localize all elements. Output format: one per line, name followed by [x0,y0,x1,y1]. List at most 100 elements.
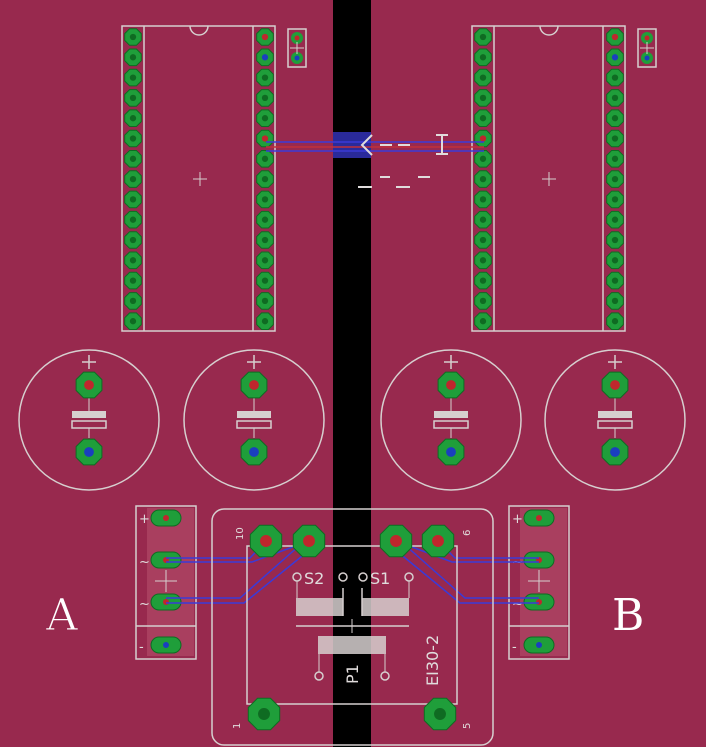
ic-pin [256,231,274,249]
transformer-pad-9 [292,524,326,558]
ic-pin [606,68,624,87]
ic-pin [256,210,274,229]
ic-pin [606,89,624,107]
ic-pin [256,170,274,188]
secondary-2-label: S2 [304,569,324,588]
ic-pin [256,109,274,127]
ic-pin [606,28,624,46]
connector-a-plus-label: + [139,512,150,527]
pin-10-label: 10 [235,527,246,540]
ic-pin [474,48,492,67]
ic-pin [124,292,142,310]
cap-4 [544,349,686,491]
transformer-ei30: S2 S1 P1 EI30-2 10 6 1 5 [211,508,494,746]
transformer-pad-6 [421,524,455,558]
cap-3 [380,349,522,491]
connector-b-tilde-label-2: ~ [512,597,523,612]
ic-pin [474,292,492,310]
cap-pad-minus [601,438,629,466]
ic-pin [606,312,624,330]
pin-6-label: 6 [462,530,473,536]
right-ic-socket [471,25,626,332]
ic-pin [606,48,624,67]
transformer-pad-10 [249,524,283,558]
ic-pin [606,210,624,229]
ic-pin [474,28,492,46]
ic-pin [124,231,142,249]
ic-pin [606,170,624,188]
connector-b: + ~ ~ - [508,505,570,660]
connector-pad [150,509,182,527]
ic-pin [606,109,624,127]
cap-1 [18,349,160,491]
connector-b-plus-label: + [512,512,523,527]
cap-pad-plus [437,371,465,399]
connector-pad [523,551,555,569]
ic-pin [474,231,492,249]
cap-pad-minus [240,438,268,466]
ic-pin [124,170,142,188]
ic-pin [474,251,492,270]
ic-pin [474,129,492,148]
connector-pad [150,636,182,654]
ic-pin [606,129,624,148]
cap-2 [183,349,325,491]
transformer-pad-1 [247,697,281,731]
connector-b-minus-label: - [512,640,517,655]
ic-pin [256,292,274,310]
ic-pin [474,210,492,229]
ic-pin [256,190,274,209]
ic-pin [256,312,274,330]
ic-pin [124,271,142,290]
ic-pin [474,271,492,290]
ic-pin [474,68,492,87]
ic-pin [606,292,624,310]
transformer-pad-7 [379,524,413,558]
ic-pin [256,129,274,148]
ic-pin [606,150,624,168]
transformer-name-label: EI30-2 [423,635,442,686]
ic-pin [606,231,624,249]
ic-pin [256,28,274,46]
ic-pin [474,89,492,107]
ic-pin [606,251,624,270]
ic-pin [124,48,142,67]
connector-pad [523,593,555,611]
connector-pad [150,593,182,611]
connector-a: + ~ ~ - [135,505,197,660]
ic-pin [124,312,142,330]
small-header-left [287,28,307,68]
ic-pin [124,210,142,229]
ic-pin [124,89,142,107]
connector-pad [523,636,555,654]
ic-pin [124,150,142,168]
ic-pin [474,150,492,168]
left-ic-socket [121,25,276,332]
connector-pad [523,509,555,527]
ic-pin [256,68,274,87]
transformer-pad-5 [423,697,457,731]
side-b-label: B [612,590,644,641]
ic-pin [124,190,142,209]
ic-pin [474,170,492,188]
small-header-right [637,28,657,68]
center-traces [266,132,484,188]
cap-pad-plus [601,371,629,399]
primary-label: P1 [343,664,362,684]
pin-1-label: 1 [232,723,243,729]
connector-a-minus-label: - [139,640,144,655]
connector-pad [150,551,182,569]
ic-pin [124,109,142,127]
ic-pin [256,48,274,67]
cap-pad-plus [75,371,103,399]
ic-pin [606,271,624,290]
ic-pin [124,68,142,87]
ic-pin [256,251,274,270]
ic-pin [124,28,142,46]
side-a-label: A [45,590,79,641]
ic-pin [124,251,142,270]
cap-pad-minus [437,438,465,466]
ic-pin [256,271,274,290]
ic-pin [474,109,492,127]
